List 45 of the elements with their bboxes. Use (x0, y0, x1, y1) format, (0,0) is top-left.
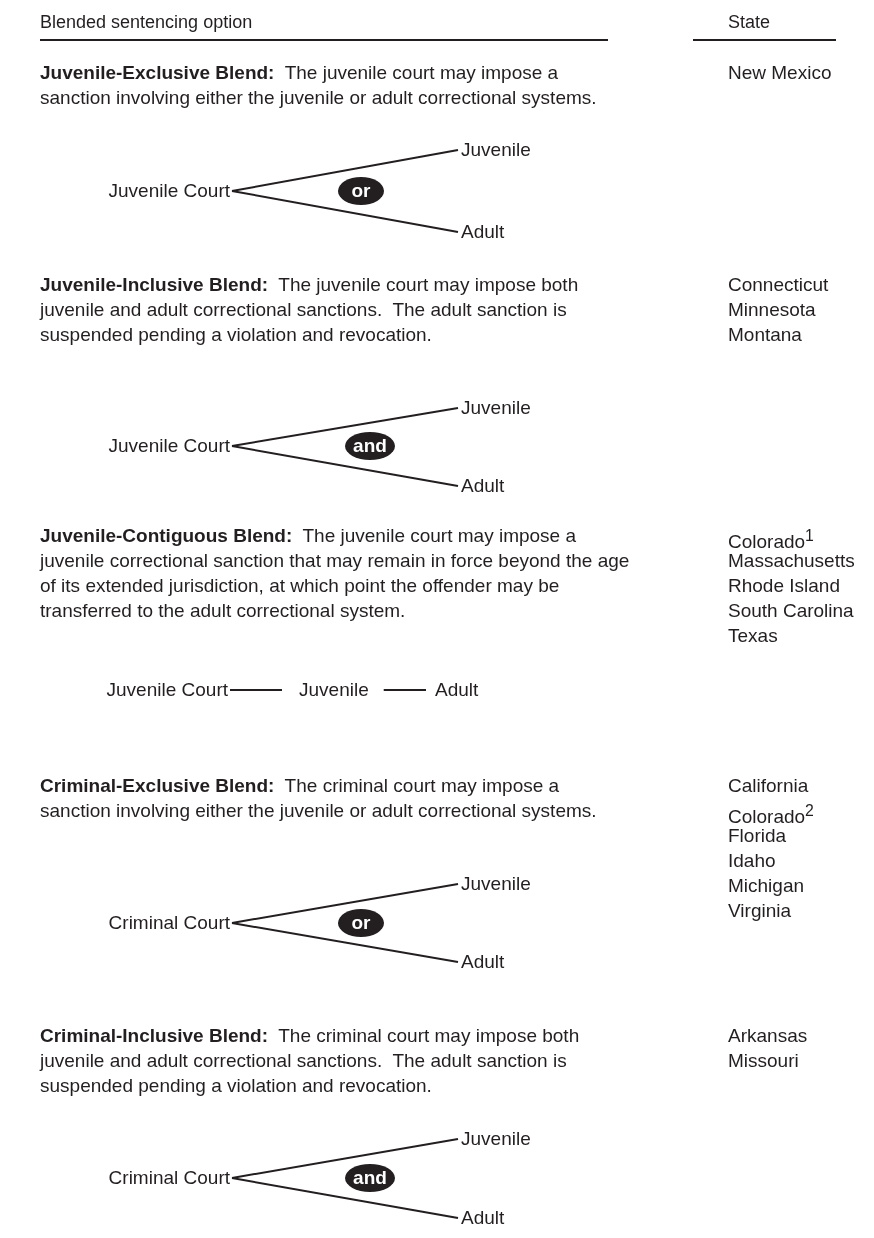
connector-line (231, 922, 459, 963)
conjunction-badge: and (345, 432, 395, 460)
state-name: Idaho (728, 849, 776, 873)
conjunction-badge: and (345, 1164, 395, 1192)
outcome-label: Juvenile (458, 1128, 534, 1150)
connector-line (231, 190, 459, 233)
description-paragraph: Juvenile-Contiguous Blend: The juvenile court may impose a juvenile correctional sanction that may remain in force beyond the age of its extended jurisdiction, at which point the offender may be transferred to the adult correctional system. (40, 524, 630, 623)
state-name: Rhode Island (728, 574, 840, 598)
state-name: New Mexico (728, 61, 832, 85)
connector-line (231, 1177, 459, 1219)
conjunction-badge: or (338, 909, 384, 937)
description-paragraph: Juvenile-Inclusive Blend: The juvenile court may impose both juvenile and adult correctional sanctions. The adult sanction is suspended pending a violation and revocation. (40, 273, 580, 347)
state-name: Texas (728, 624, 778, 648)
outcome-label: Adult (458, 1207, 508, 1229)
outcome-label: Adult (432, 679, 482, 701)
outcome-label: Juvenile (458, 397, 534, 419)
outcome-label: Juvenile (458, 139, 534, 161)
conjunction-badge: or (338, 177, 384, 205)
connector-line (229, 689, 283, 691)
court-label: Juvenile Court (40, 180, 230, 202)
state-name: Virginia (728, 899, 792, 923)
court-label: Juvenile Court (40, 435, 230, 457)
outcome-label: Adult (458, 475, 508, 497)
court-label: Criminal Court (40, 1167, 230, 1189)
column-header: State (728, 11, 771, 34)
description-paragraph: Criminal-Inclusive Blend: The criminal court may impose both juvenile and adult correctional sanctions. The adult sanction is suspended pending a violation and revocation. (40, 1024, 581, 1098)
connector-line (231, 445, 459, 487)
description-paragraph: Juvenile-Exclusive Blend: The juvenile court may impose a sanction involving either the juvenile or adult correctional systems. (40, 61, 598, 110)
state-name: California (728, 774, 809, 798)
state-name: Arkansas (728, 1024, 808, 1048)
court-label: Criminal Court (40, 912, 230, 934)
state-name: Connecticut (728, 273, 829, 297)
state-name: Montana (728, 323, 802, 347)
column-header: Blended sentencing option (40, 11, 253, 34)
state-name: Minnesota (728, 298, 816, 322)
outcome-label: Adult (458, 951, 508, 973)
state-name: South Carolina (728, 599, 854, 623)
connector-line (382, 689, 427, 691)
court-label: Juvenile Court (40, 679, 228, 701)
description-paragraph: Criminal-Exclusive Blend: The criminal court may impose a sanction involving either the juvenile or adult correctional systems. (40, 774, 598, 823)
outcome-label: Adult (458, 221, 508, 243)
state-name: Missouri (728, 1049, 799, 1073)
outcome-label: Juvenile (296, 679, 372, 701)
outcome-label: Juvenile (458, 873, 534, 895)
state-name: Michigan (728, 874, 805, 898)
